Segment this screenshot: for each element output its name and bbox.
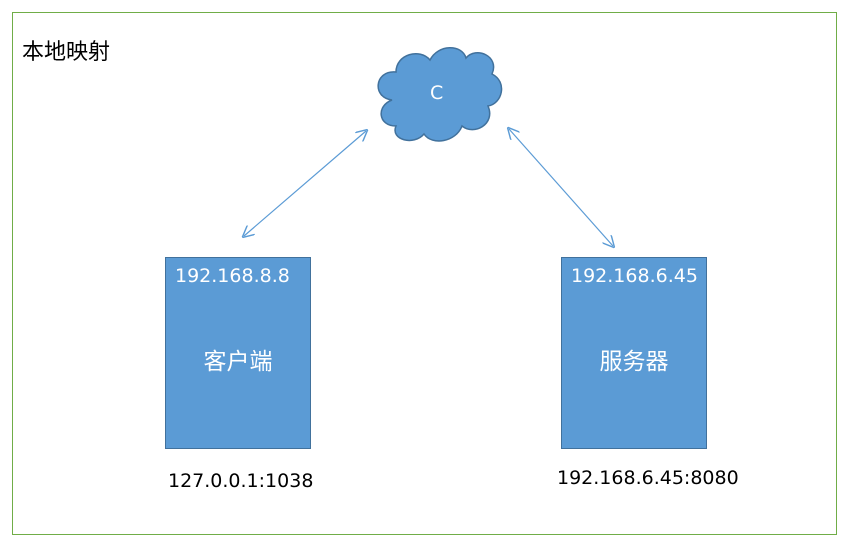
client-port-label: 127.0.0.1:1038 — [168, 470, 314, 492]
server-port-label: 192.168.6.45:8080 — [557, 467, 739, 489]
server-cloud-arrow — [509, 129, 613, 246]
cloud-node — [377, 47, 503, 142]
client-ip: 192.168.8.8 — [175, 265, 290, 287]
diagram-title: 本地映射 — [22, 40, 111, 65]
server-node: 192.168.6.45 服务器 — [561, 257, 707, 449]
server-ip: 192.168.6.45 — [571, 265, 698, 287]
client-name: 客户端 — [203, 349, 273, 375]
diagram-frame — [12, 12, 837, 535]
cloud-label: C — [430, 82, 444, 104]
server-name: 服务器 — [599, 349, 669, 375]
client-cloud-arrow — [244, 131, 366, 236]
client-node: 192.168.8.8 客户端 — [165, 257, 311, 449]
